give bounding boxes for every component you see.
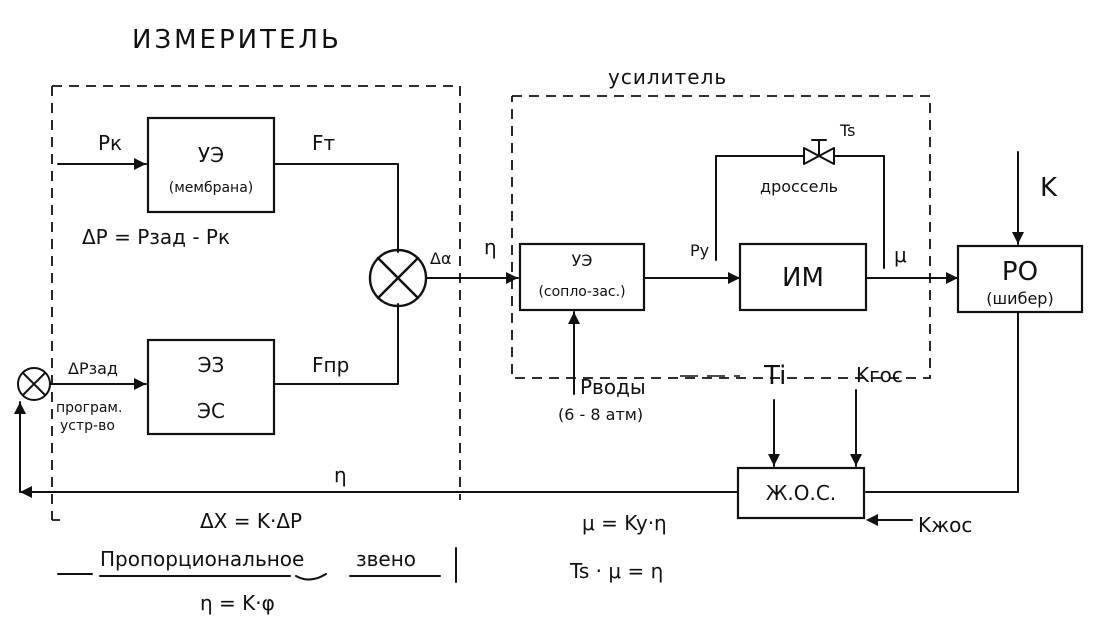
ue-membrane-box <box>146 116 276 214</box>
measurer-title: ИЗМЕРИТЕЛЬ <box>132 25 342 55</box>
proportional-word2: звено <box>356 547 416 571</box>
p-water-label: Pводы <box>580 375 646 399</box>
im-name: ИМ <box>782 263 824 293</box>
ue-nozzle-sub: (сопло-зас.) <box>538 284 625 300</box>
ro-name: РО <box>1002 257 1038 287</box>
ro-sub: (шибер) <box>986 289 1053 308</box>
ts-formula: Ts · μ = η <box>569 559 663 583</box>
p-water-range: (6 - 8 атм) <box>558 405 643 424</box>
pk-label: Pк <box>98 131 122 155</box>
eta-feedback-label: η <box>334 463 347 487</box>
summing-junction-measurer <box>368 248 428 308</box>
delta-p-formula: ΔP = Pзад - Pк <box>82 225 230 249</box>
program-device-line2: устр-во <box>60 418 115 434</box>
eta-k-phi-formula: η = K·φ <box>200 591 275 615</box>
eta-input-label: η <box>484 235 497 259</box>
summing-junction-program <box>17 367 51 401</box>
program-device-line1: програм. <box>56 400 122 416</box>
es-label: ЭС <box>197 399 225 423</box>
amplifier-title: усилитель <box>608 65 727 89</box>
ez-label: ЭЗ <box>198 353 225 377</box>
mu-label: μ <box>894 243 907 267</box>
ft-label: Fт <box>312 131 336 155</box>
ue-nozzle-name: УЭ <box>572 251 593 270</box>
py-label: Py <box>690 241 709 260</box>
throttle-label: дроссель <box>760 177 838 196</box>
zhos-box <box>736 466 866 520</box>
fpr-label: Fпр <box>312 353 349 377</box>
ti-label: Ti <box>763 361 786 391</box>
proportional-word1: Пропорциональное <box>100 547 304 571</box>
mu-formula: μ = Ky·η <box>582 511 667 535</box>
amplifier-dashed-frame <box>511 95 931 379</box>
delta-p-zad-label: ΔPзад <box>68 359 118 378</box>
ue-membrane-sub: (мембрана) <box>169 180 254 196</box>
throttle-valve-icon <box>803 139 835 165</box>
k-zhos-label: Kжос <box>918 513 972 537</box>
delta-x-formula: ΔX = K·ΔP <box>200 509 302 533</box>
k-disturbance-label: K <box>1040 173 1058 203</box>
proportional-underline <box>57 547 457 583</box>
ez-es-box <box>146 338 276 436</box>
k-gos-label: Kгос <box>856 363 903 387</box>
ts-top-label: Ts <box>839 121 855 140</box>
zhos-name: Ж.О.С. <box>766 481 836 505</box>
measurer-dashed-frame <box>51 85 461 521</box>
delta-alpha-label: Δα <box>430 249 452 268</box>
ro-box <box>956 244 1084 314</box>
ue-nozzle-box <box>518 242 646 312</box>
ue-membrane-name: УЭ <box>198 143 224 167</box>
